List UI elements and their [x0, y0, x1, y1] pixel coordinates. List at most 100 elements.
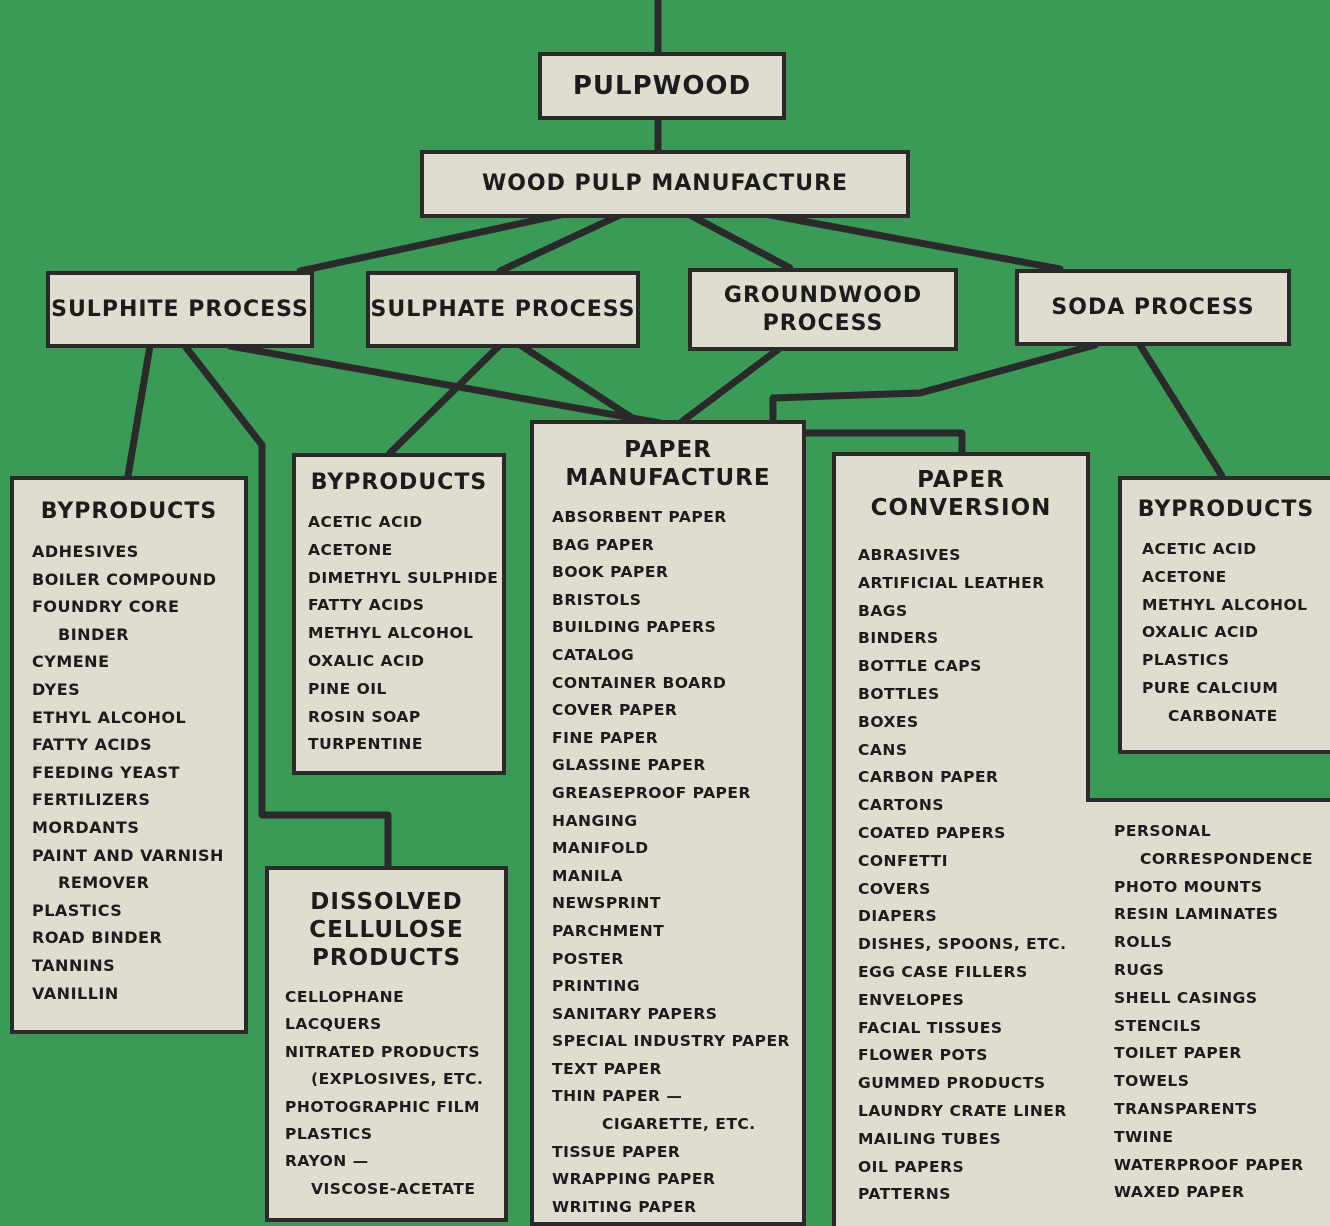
list-item: BINDER	[58, 624, 130, 644]
list-item: DYES	[32, 679, 81, 699]
list-item: ROAD BINDER	[32, 928, 163, 948]
pulpwood-box: PULPWOOD	[538, 52, 786, 120]
list-item: MANILA	[552, 866, 624, 885]
list-item: FATTY ACIDS	[308, 596, 425, 615]
list-item: SHELL CASINGS	[1114, 988, 1258, 1007]
paper-conversion-box	[832, 452, 1090, 802]
list-item: CORRESPONDENCE	[1140, 849, 1314, 868]
list-item: MAILING TUBES	[858, 1129, 1002, 1148]
list-item: NITRATED PRODUCTS	[285, 1042, 480, 1061]
dissolved-title-line2: CELLULOSE	[309, 917, 464, 943]
list-item: ABRASIVES	[858, 546, 961, 564]
list-item: SANITARY PAPERS	[552, 1004, 718, 1023]
list-item: STENCILS	[1114, 1016, 1202, 1035]
soda-byproducts-box: BYPRODUCTS ACETIC ACID ACETONE METHYL AL…	[1118, 476, 1330, 754]
groundwood-process-box: GROUNDWOOD PROCESS	[688, 268, 958, 351]
list-item: ROSIN SOAP	[308, 707, 421, 726]
list-item: CARBON PAPER	[858, 768, 999, 787]
list-item: OXALIC ACID	[308, 651, 425, 670]
list-item: RUGS	[1114, 960, 1165, 979]
sulphite-process-label: SULPHITE PROCESS	[51, 296, 309, 322]
dissolved-cellulose-title: DISSOLVED CELLULOSE PRODUCTS	[269, 888, 504, 972]
paper-conversion-seam	[836, 795, 1086, 805]
list-item: BOILER COMPOUND	[32, 569, 217, 589]
sulphite-process-box: SULPHITE PROCESS	[46, 271, 314, 348]
paper-manufacture-title: PAPER MANUFACTURE	[534, 436, 802, 492]
list-item: ACETONE	[308, 540, 393, 559]
groundwood-label-line2: PROCESS	[762, 310, 884, 336]
list-item: COVERS	[858, 879, 931, 898]
list-item: ACETIC ACID	[1142, 540, 1257, 558]
list-item: FINE PAPER	[552, 728, 659, 747]
list-item: ACETIC ACID	[308, 513, 423, 531]
list-item: PHOTOGRAPHIC FILM	[285, 1097, 480, 1116]
list-item: BUILDING PAPERS	[552, 618, 717, 637]
list-item: WRITING PAPER	[552, 1197, 697, 1216]
list-item: OXALIC ACID	[1142, 623, 1259, 642]
list-item: FLOWER POTS	[858, 1046, 988, 1065]
soda-process-box: SODA PROCESS	[1015, 269, 1291, 346]
soda-process-label: SODA PROCESS	[1051, 294, 1255, 320]
sulphate-byproducts-box: BYPRODUCTS ACETIC ACID ACETONE DIMETHYL …	[292, 453, 506, 775]
sulphate-process-label: SULPHATE PROCESS	[370, 296, 636, 322]
list-item: OIL PAPERS	[858, 1157, 965, 1176]
list-item: VANILLIN	[32, 983, 119, 1003]
list-item: TURPENTINE	[308, 735, 423, 754]
list-item: GREASEPROOF PAPER	[552, 783, 751, 802]
list-item: PHOTO MOUNTS	[1114, 877, 1263, 896]
list-item: RESIN LAMINATES	[1114, 905, 1279, 924]
list-item: TEXT PAPER	[552, 1059, 662, 1078]
list-item: LAUNDRY CRATE LINER	[858, 1101, 1067, 1120]
list-item: BOXES	[858, 712, 919, 731]
dissolved-title-line1: DISSOLVED	[310, 889, 463, 915]
list-item: FOUNDRY CORE	[32, 597, 180, 617]
list-item: ETHYL ALCOHOL	[32, 707, 187, 727]
list-item: NEWSPRINT	[552, 894, 661, 913]
wood-pulp-manufacture-label: WOOD PULP MANUFACTURE	[481, 171, 849, 196]
list-item: PAINT AND VARNISH	[32, 845, 224, 865]
list-item: WRAPPING PAPER	[552, 1170, 716, 1189]
list-item: FERTILIZERS	[32, 790, 151, 810]
sulphite-byproducts-title: BYPRODUCTS	[40, 499, 218, 524]
list-item: PERSONAL	[1114, 822, 1212, 840]
sulphite-byproducts-box: BYPRODUCTS ADHESIVES BOILER COMPOUND FOU…	[10, 476, 248, 1034]
list-item: GLASSINE PAPER	[552, 756, 706, 775]
list-item: HANGING	[552, 811, 638, 830]
soda-byproducts-title: BYPRODUCTS	[1137, 497, 1315, 522]
list-item: GUMMED PRODUCTS	[858, 1074, 1046, 1093]
list-item: TOWELS	[1114, 1072, 1190, 1091]
list-item: ARTIFICIAL LEATHER	[858, 573, 1045, 592]
list-item: ROLLS	[1114, 933, 1173, 952]
list-item: TANNINS	[32, 955, 116, 975]
list-item: BOTTLE CAPS	[858, 657, 982, 676]
list-item: ABSORBENT PAPER	[552, 508, 727, 526]
list-item: FEEDING YEAST	[32, 762, 180, 782]
dissolved-title-line3: PRODUCTS	[311, 945, 462, 971]
list-item: WATERPROOF PAPER	[1114, 1155, 1304, 1174]
list-item: DISHES, SPOONS, ETC.	[858, 935, 1067, 954]
list-item: ACETONE	[1142, 567, 1227, 586]
list-item: CATALOG	[552, 645, 635, 664]
list-item: BINDERS	[858, 629, 939, 648]
list-item: PLASTICS	[32, 900, 123, 920]
list-item: BAG PAPER	[552, 535, 655, 554]
list-item: WAXED PAPER	[1114, 1183, 1245, 1202]
list-item: BOOK PAPER	[552, 563, 669, 582]
list-item: MANIFOLD	[552, 839, 649, 858]
list-item: PLASTICS	[1142, 651, 1230, 670]
list-item: EGG CASE FILLERS	[858, 962, 1028, 981]
list-item: POSTER	[552, 949, 624, 968]
list-item: VISCOSE-ACETATE	[311, 1179, 476, 1198]
paper-manufacture-title-line1: PAPER	[624, 437, 712, 463]
list-item: METHYL ALCOHOL	[1142, 595, 1308, 614]
list-item: (EXPLOSIVES, ETC.	[311, 1070, 484, 1089]
list-item: CARTONS	[858, 796, 944, 815]
list-item: CONFETTI	[858, 851, 948, 870]
list-item: BAGS	[858, 601, 908, 620]
list-item: TRANSPARENTS	[1114, 1099, 1258, 1118]
list-item: CANS	[858, 740, 908, 759]
list-item: CARBONATE	[1168, 706, 1278, 725]
paper-conversion-title-line1: PAPER	[917, 467, 1005, 493]
list-item: PARCHMENT	[552, 921, 665, 940]
